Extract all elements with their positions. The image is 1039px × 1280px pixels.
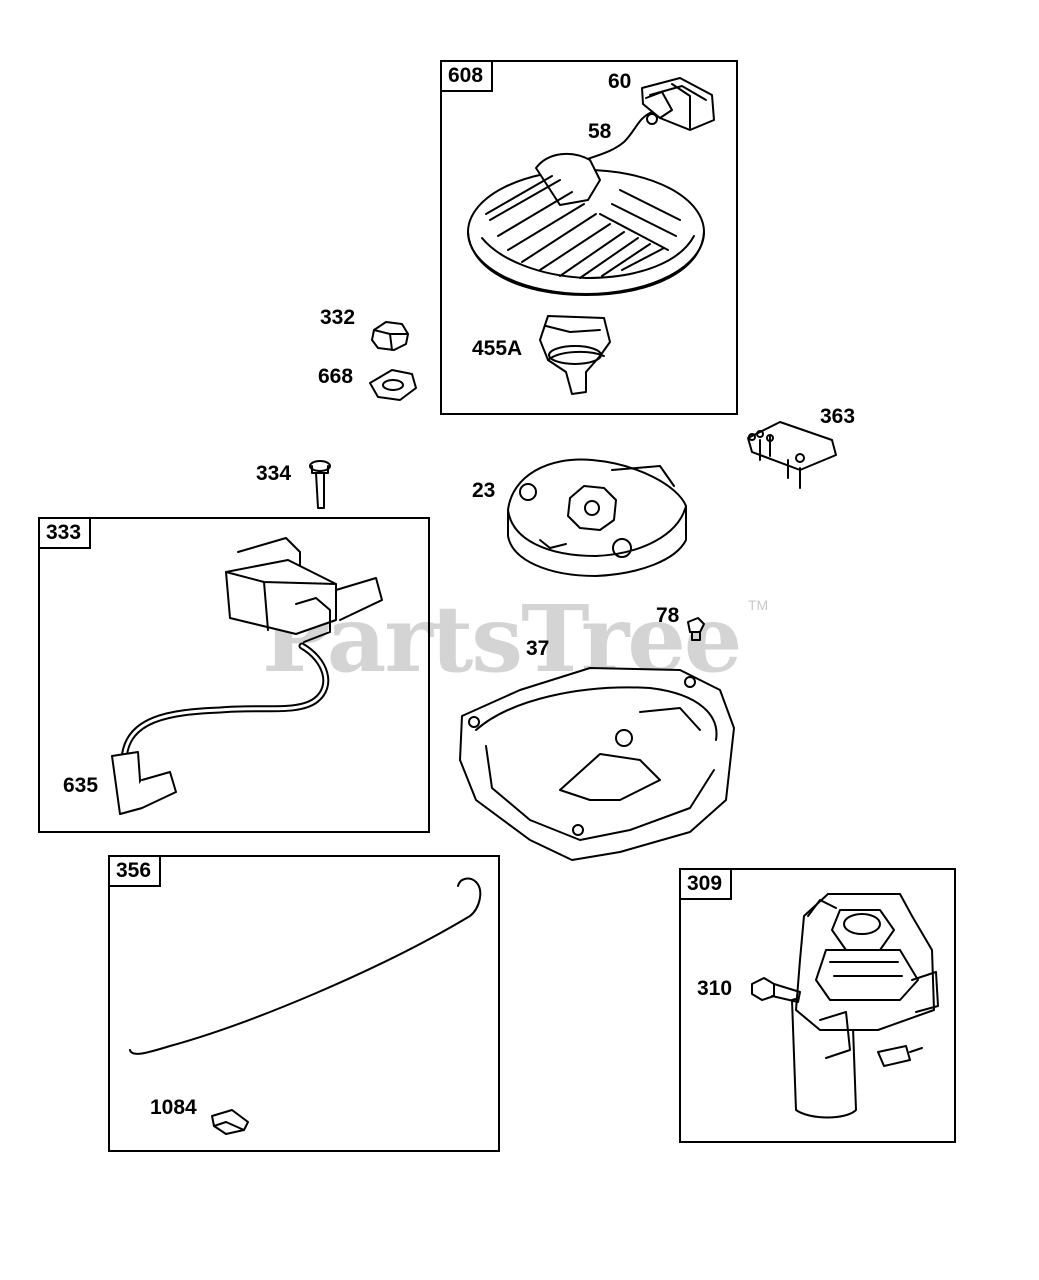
label-334[interactable]: 334 [256,462,292,485]
part-309-starter-motor[interactable] [791,893,939,1119]
part-23-flywheel[interactable] [507,458,687,577]
label-668[interactable]: 668 [318,365,354,388]
label-332[interactable]: 332 [320,306,356,329]
label-310[interactable]: 310 [697,977,733,1000]
kit-tag-309[interactable]: 309 [681,870,733,900]
part-58-starter-rope[interactable] [584,111,653,161]
kit-tag-356[interactable]: 356 [110,857,162,887]
label-455A[interactable]: 455A [472,337,523,360]
part-60-starter-handle[interactable] [641,77,715,131]
part-37-blower-housing[interactable] [459,667,735,861]
kit-tag-333[interactable]: 333 [40,519,92,549]
kit-box-333: 333 [38,517,430,833]
kit-box-608: 608 [440,60,738,415]
part-334-screw[interactable] [309,460,331,509]
label-23[interactable]: 23 [472,479,496,502]
part-363-bracket[interactable] [747,421,837,489]
label-635[interactable]: 635 [63,774,99,797]
watermark-trademark: TM [748,597,769,613]
kit-box-309: 309 [679,868,956,1143]
kit-box-356: 356 [108,855,500,1152]
part-356-ground-wire[interactable] [129,877,482,1055]
part-333-ignition-armature[interactable] [225,537,383,643]
part-1084-connector[interactable] [211,1109,249,1135]
label-363[interactable]: 363 [820,405,856,428]
label-1084[interactable]: 1084 [150,1096,197,1119]
part-455A-starter-cup[interactable] [539,315,611,395]
part-332-nut[interactable] [371,321,409,351]
label-78[interactable]: 78 [656,604,680,627]
part-310-bolt[interactable] [751,977,801,1003]
part-78-screw[interactable] [687,617,705,641]
kit-tag-608[interactable]: 608 [442,62,494,92]
label-60[interactable]: 60 [608,70,632,93]
label-58[interactable]: 58 [588,120,612,143]
rope-grommet [646,113,658,125]
part-608-rewind-starter[interactable] [467,152,705,296]
part-668-washer[interactable] [369,369,417,401]
part-635-boot[interactable] [111,751,177,815]
label-37[interactable]: 37 [526,637,550,660]
